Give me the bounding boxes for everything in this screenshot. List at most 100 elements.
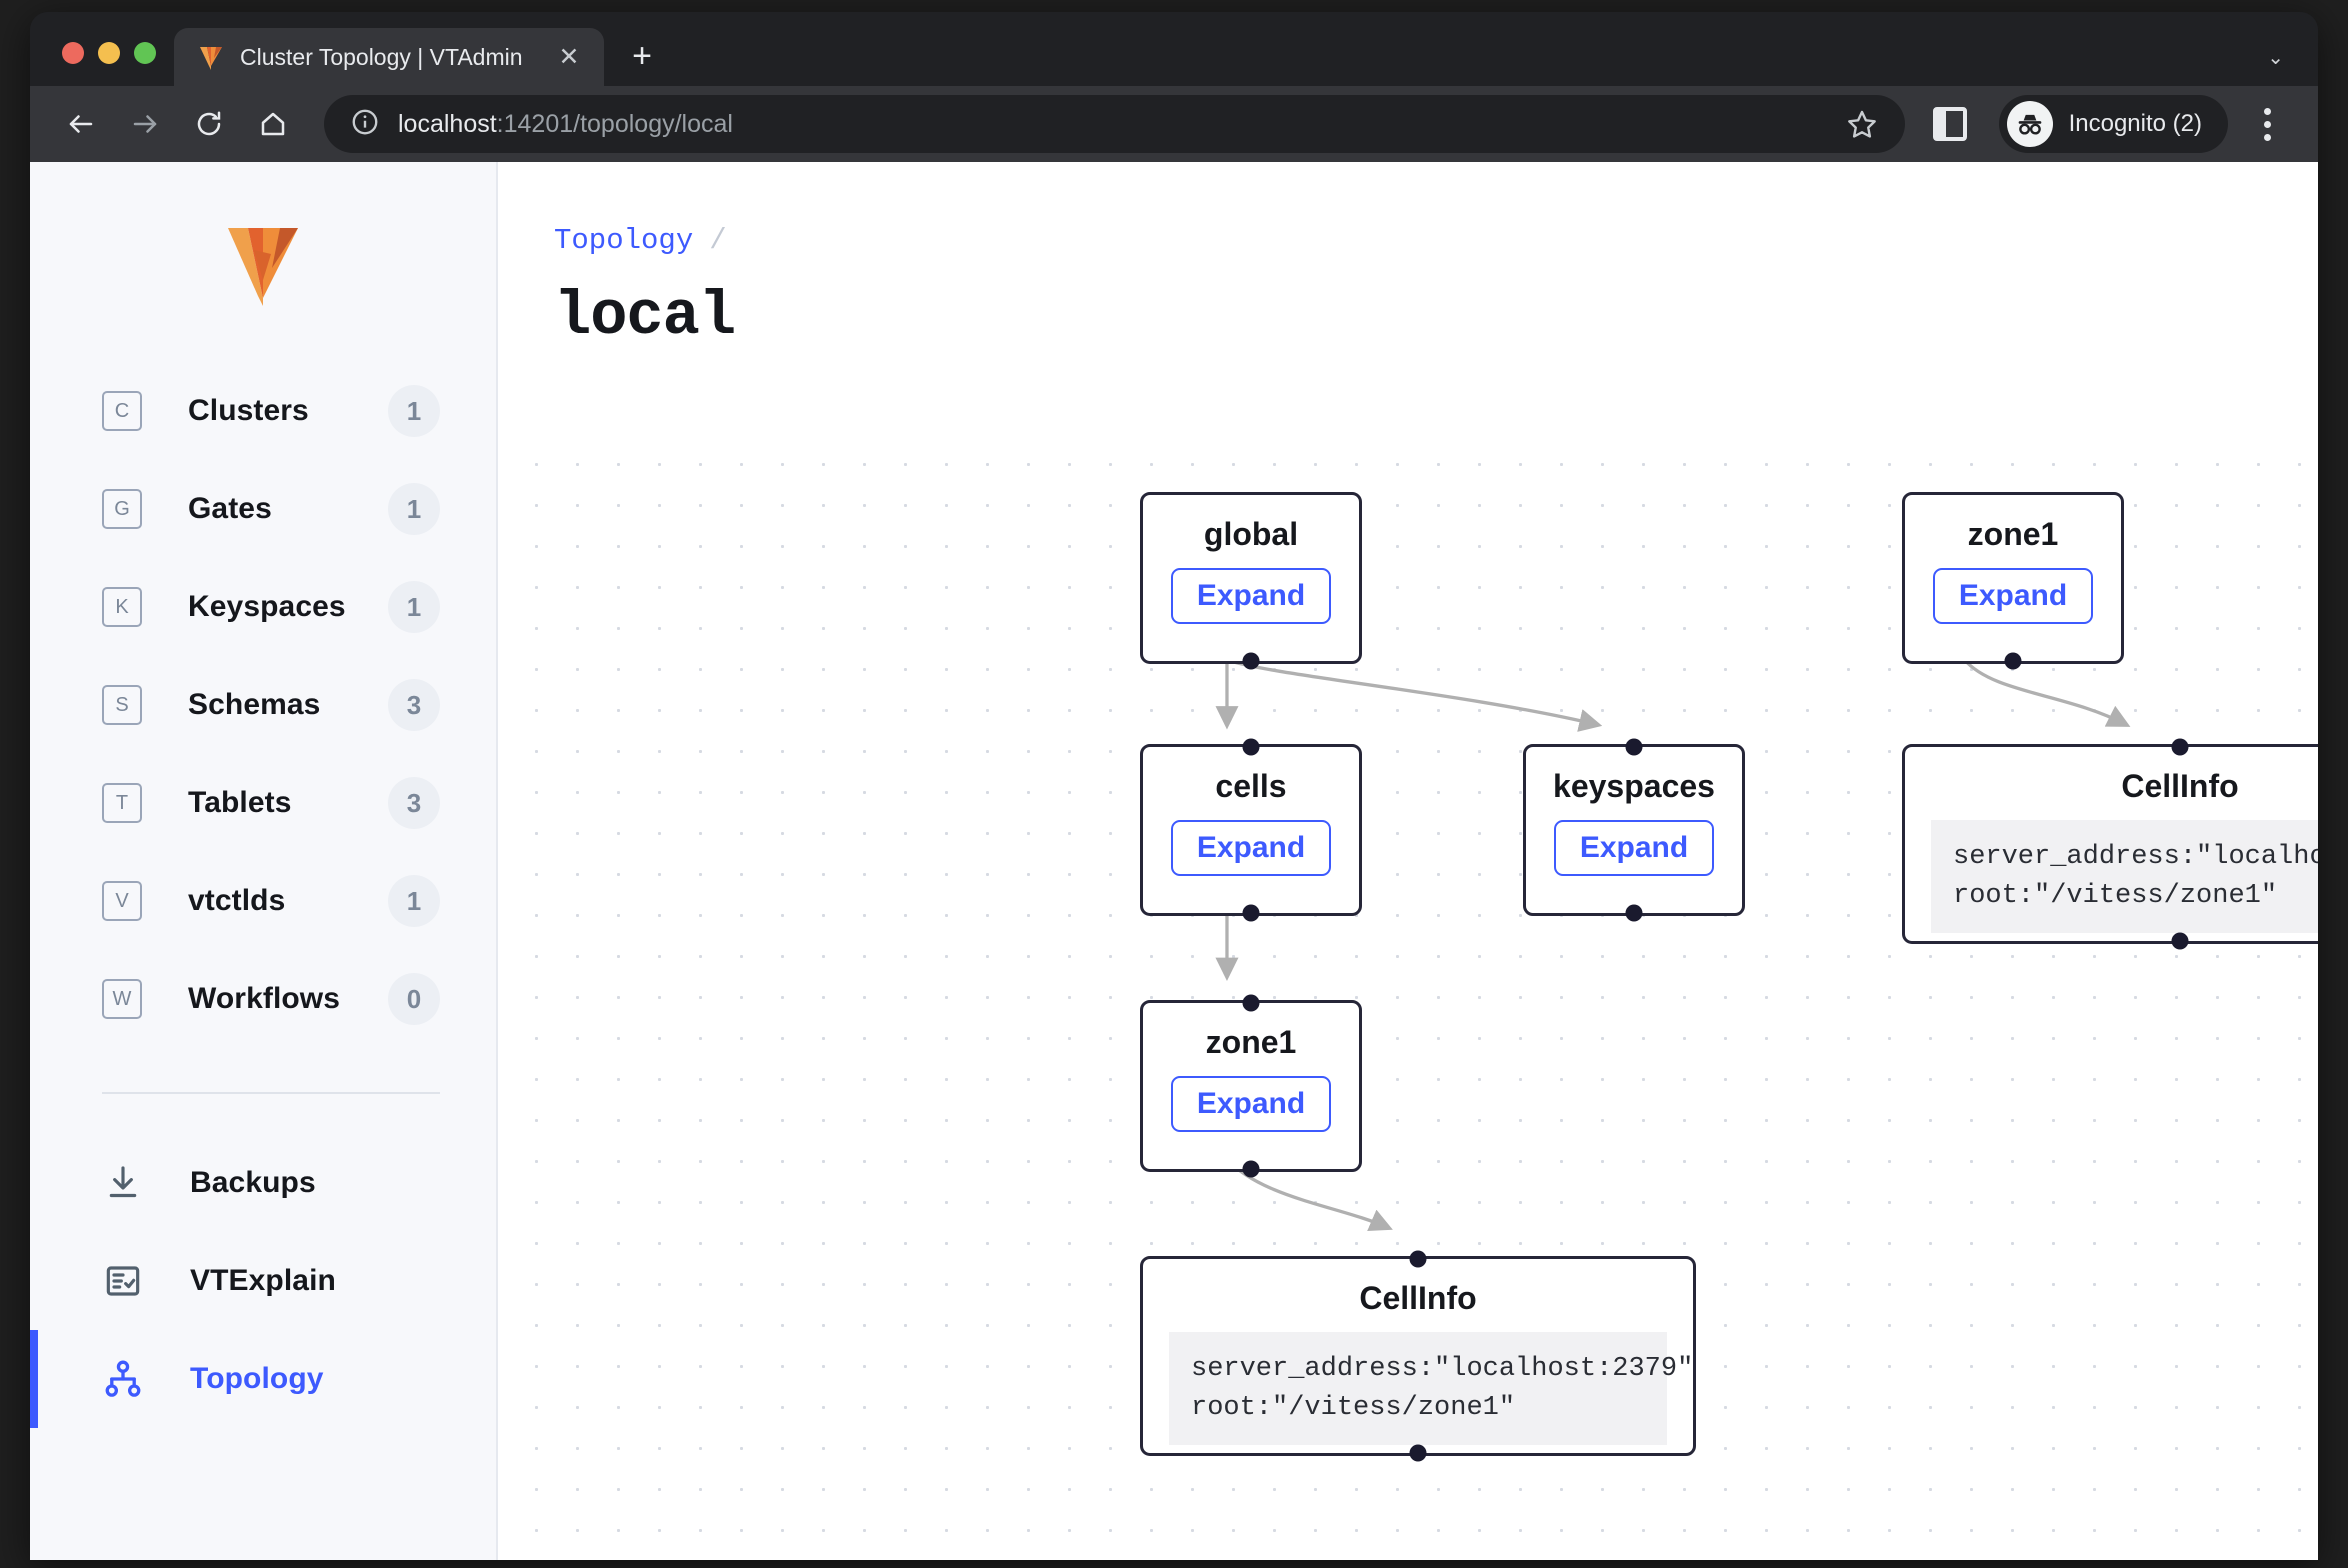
browser-toolbar: localhost:14201/topology/local Incognito… xyxy=(30,86,2318,162)
sidebar-item-keyspaces[interactable]: K Keyspaces 1 xyxy=(30,558,496,656)
node-port-top xyxy=(2171,738,2189,756)
sidebar-item-label: VTExplain xyxy=(190,1264,336,1297)
sidebar-item-schemas[interactable]: S Schemas 3 xyxy=(30,656,496,754)
expand-button[interactable]: Expand xyxy=(1170,1076,1332,1132)
node-port-bottom xyxy=(2004,652,2022,670)
page-title: local xyxy=(554,281,736,352)
info-circle-icon[interactable] xyxy=(350,107,380,142)
sidebar-item-label: Backups xyxy=(190,1166,316,1199)
download-icon xyxy=(102,1162,144,1204)
kbd-t-icon: T xyxy=(102,783,142,823)
kbd-c-icon: C xyxy=(102,391,142,431)
minimize-window-button[interactable] xyxy=(98,42,120,64)
profile-button[interactable]: Incognito (2) xyxy=(1998,95,2228,153)
sidebar-item-workflows[interactable]: W Workflows 0 xyxy=(30,950,496,1048)
sidebar-item-label: Tablets xyxy=(188,786,292,819)
kebab-menu-icon[interactable] xyxy=(2242,95,2292,153)
sidebar-item-tablets[interactable]: T Tablets 3 xyxy=(30,754,496,852)
sidebar-item-label: Clusters xyxy=(188,394,309,427)
close-tab-button[interactable]: ✕ xyxy=(558,42,580,71)
sidebar-item-label: vtctlds xyxy=(188,884,286,917)
sidebar-item-badge: 1 xyxy=(388,483,440,535)
new-tab-button[interactable]: + xyxy=(632,37,652,75)
vitess-logo[interactable] xyxy=(30,202,496,362)
browser-tab[interactable]: Cluster Topology | VTAdmin ✕ xyxy=(174,28,604,86)
topology-node-zone1-left[interactable]: zone1 Expand xyxy=(1140,994,1362,1178)
node-port-top xyxy=(1409,1250,1427,1268)
node-port-top xyxy=(1625,738,1643,756)
sidebar-item-label: Topology xyxy=(190,1362,324,1395)
url-path: :14201/topology/local xyxy=(496,109,733,138)
profile-label: Incognito (2) xyxy=(2068,110,2202,137)
sidebar-item-label: Workflows xyxy=(188,982,341,1015)
topology-node-zone1-top[interactable]: zone1 Expand xyxy=(1902,492,2124,670)
app-sidebar: C Clusters 1 G Gates 1 K Keyspaces 1 S S… xyxy=(30,162,498,1560)
chevron-down-icon[interactable]: ⌄ xyxy=(2267,47,2284,69)
sidebar-item-badge: 3 xyxy=(388,777,440,829)
sidebar-divider xyxy=(102,1092,440,1094)
topology-node-cellinfo-right[interactable]: CellInfo server_address:"localhost:2379"… xyxy=(1902,738,2318,950)
kbd-k-icon: K xyxy=(102,587,142,627)
node-port-bottom xyxy=(2171,932,2189,950)
breadcrumb-separator: / xyxy=(709,224,727,257)
node-title: CellInfo xyxy=(2121,768,2239,804)
sidebar-item-label: Gates xyxy=(188,492,272,525)
maximize-window-button[interactable] xyxy=(134,42,156,64)
sidebar-item-vtexplain[interactable]: VTExplain xyxy=(30,1232,496,1330)
node-port-bottom xyxy=(1242,652,1260,670)
window-controls xyxy=(30,42,174,86)
tab-strip: Cluster Topology | VTAdmin ✕ + ⌄ xyxy=(30,12,2318,86)
node-title: zone1 xyxy=(1967,516,2059,552)
node-port-top xyxy=(1242,738,1260,756)
side-panel-icon[interactable] xyxy=(1921,95,1979,153)
home-icon[interactable] xyxy=(244,95,302,153)
topology-icon xyxy=(102,1358,144,1400)
close-window-button[interactable] xyxy=(62,42,84,64)
breadcrumb: Topology / xyxy=(554,224,2318,257)
node-port-top xyxy=(1242,994,1260,1012)
expand-button[interactable]: Expand xyxy=(1932,568,2094,624)
topology-node-cells[interactable]: cells Expand xyxy=(1140,738,1362,922)
sidebar-item-vtctlds[interactable]: V vtctlds 1 xyxy=(30,852,496,950)
checklist-icon xyxy=(102,1260,144,1302)
node-title: CellInfo xyxy=(1359,1280,1477,1316)
expand-button[interactable]: Expand xyxy=(1553,820,1715,876)
star-icon[interactable] xyxy=(1835,97,1889,151)
page-header: Topology / local xyxy=(498,162,2318,352)
sidebar-item-topology[interactable]: Topology xyxy=(30,1330,496,1428)
node-title: cells xyxy=(1215,768,1287,804)
cellinfo-code: server_address:"localhost:2379" root:"/v… xyxy=(1169,1332,1693,1445)
address-bar[interactable]: localhost:14201/topology/local xyxy=(324,95,1905,153)
node-title: global xyxy=(1203,516,1299,552)
vitess-v-icon xyxy=(198,44,224,70)
forward-arrow-icon[interactable] xyxy=(116,95,174,153)
breadcrumb-link-topology[interactable]: Topology xyxy=(554,224,694,257)
topology-canvas[interactable]: global Expand zone1 Expand cells Expand xyxy=(498,430,2318,1560)
topology-node-cellinfo-bottom[interactable]: CellInfo server_address:"localhost:2379"… xyxy=(1140,1250,1696,1462)
kbd-v-icon: V xyxy=(102,881,142,921)
sidebar-item-badge: 1 xyxy=(388,385,440,437)
sidebar-item-badge: 1 xyxy=(388,875,440,927)
side-panel-glyph xyxy=(1932,107,1967,141)
primary-nav: C Clusters 1 G Gates 1 K Keyspaces 1 S S… xyxy=(30,362,496,1048)
expand-button[interactable]: Expand xyxy=(1170,820,1332,876)
topology-node-global[interactable]: global Expand xyxy=(1140,492,1362,670)
sidebar-item-gates[interactable]: G Gates 1 xyxy=(30,460,496,558)
node-title: zone1 xyxy=(1205,1024,1297,1060)
page-viewport: C Clusters 1 G Gates 1 K Keyspaces 1 S S… xyxy=(30,162,2318,1560)
sidebar-item-backups[interactable]: Backups xyxy=(30,1134,496,1232)
node-title: keyspaces xyxy=(1553,768,1715,804)
expand-button[interactable]: Expand xyxy=(1170,568,1332,624)
back-arrow-icon[interactable] xyxy=(52,95,110,153)
topology-node-keyspaces[interactable]: keyspaces Expand xyxy=(1523,738,1745,922)
node-port-bottom xyxy=(1625,904,1643,922)
sidebar-item-badge: 3 xyxy=(388,679,440,731)
sidebar-item-badge: 1 xyxy=(388,581,440,633)
kbd-w-icon: W xyxy=(102,979,142,1019)
browser-window: Cluster Topology | VTAdmin ✕ + ⌄ localho… xyxy=(30,12,2318,1560)
reload-icon[interactable] xyxy=(180,95,238,153)
url-text: localhost:14201/topology/local xyxy=(398,110,1817,139)
sidebar-item-badge: 0 xyxy=(388,973,440,1025)
sidebar-item-clusters[interactable]: C Clusters 1 xyxy=(30,362,496,460)
sidebar-item-label: Schemas xyxy=(188,688,321,721)
